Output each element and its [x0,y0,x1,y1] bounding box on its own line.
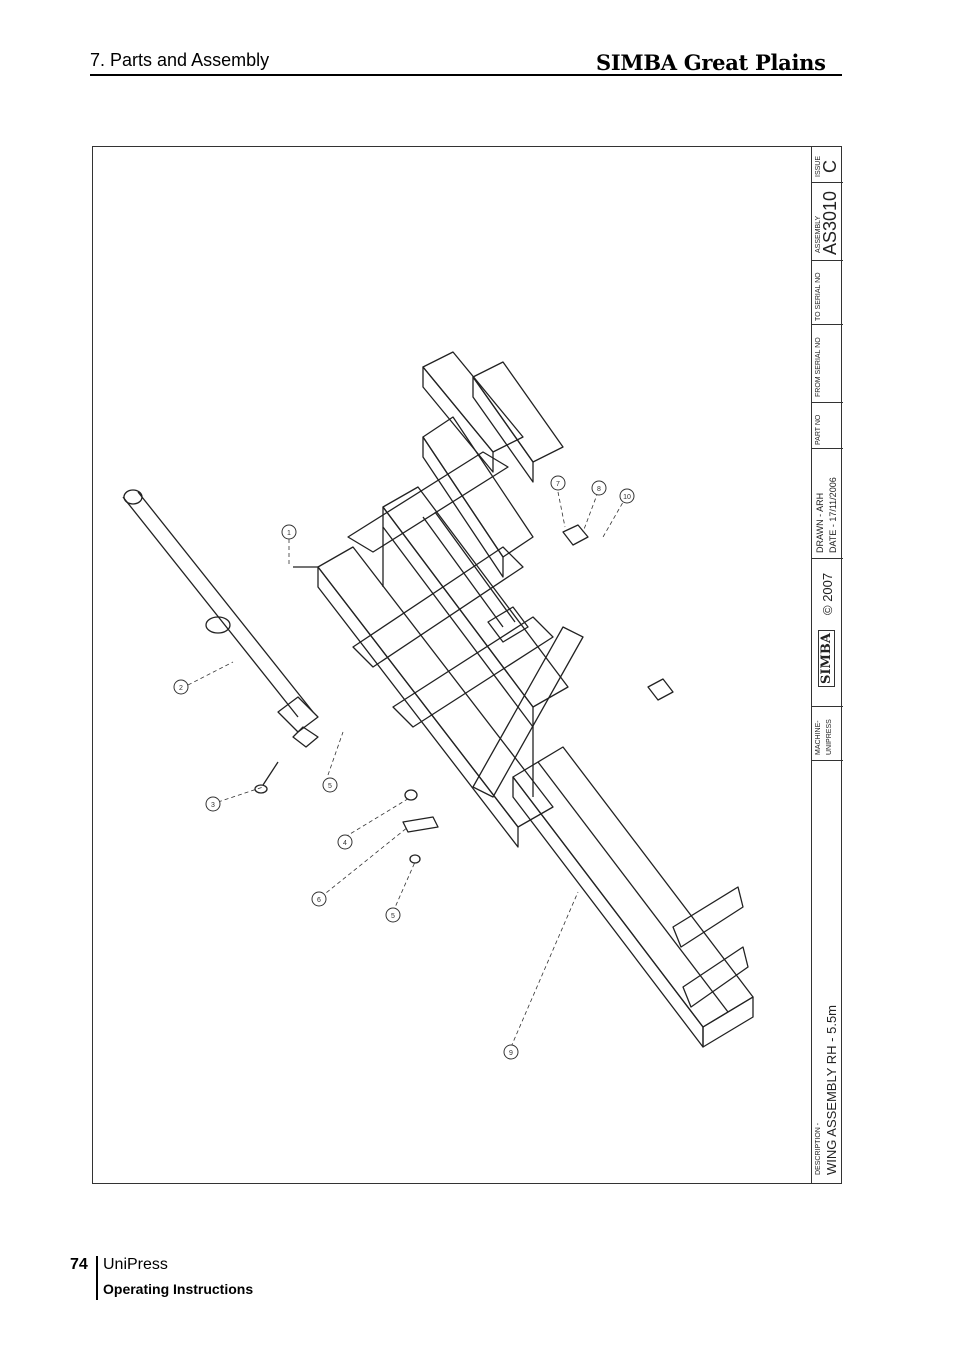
balloon-1 [281,524,297,540]
inner-cylinder [422,511,529,643]
header-divider [90,74,842,76]
technical-drawing: 1 2 3 4 5 5 6 7 8 9 10 ISSUE C ASSEMBLY … [92,146,844,1184]
footer-product: UniPress [103,1256,168,1273]
svg-text:3: 3 [211,802,215,809]
section-title: 7. Parts and Assembly [90,50,270,70]
balloon-6 [311,891,327,907]
balloon-8 [591,480,607,496]
svg-text:1: 1 [287,530,291,537]
issue-cell: ISSUE C [812,147,843,183]
wing-frame [317,416,584,848]
simba-logo: SIMBA [818,630,835,687]
svg-text:2: 2 [179,685,183,692]
balloon-7 [550,475,566,491]
svg-text:5: 5 [328,783,332,790]
assembly-cell: ASSEMBLY AS3010 [812,183,843,261]
svg-text:10: 10 [623,494,631,501]
hydraulic-cylinder [122,489,319,748]
exploded-view-drawing: 1 2 3 4 5 5 6 7 8 9 10 [122,351,754,1060]
description-cell: DESCRIPTION - WING ASSEMBLY RH - 5.5m [815,1004,839,1175]
svg-text:6: 6 [317,897,321,904]
page-number: 74 [70,1256,88,1273]
svg-text:4: 4 [343,840,347,847]
footer-doc-type: Operating Instructions [103,1281,254,1297]
small-parts [254,524,674,864]
balloon-2 [173,679,189,695]
machine-cell: MACHINE- UNIPRESS [812,707,843,761]
logo-cell: © 2007 SIMBA [812,559,843,707]
balloon-5a [385,907,401,923]
to-serial-cell: TO SERIAL NO [812,261,843,325]
svg-text:7: 7 [556,481,560,488]
svg-text:5: 5 [391,913,395,920]
balloon-9 [503,1044,519,1060]
balloon-3 [205,796,221,812]
balloon-5b [322,777,338,793]
drawn-date-cell: DRAWN - ARH DATE - 17/11/2006 [812,449,843,559]
title-block: ISSUE C ASSEMBLY AS3010 TO SERIAL NO FRO… [811,147,844,1183]
svg-text:9: 9 [509,1050,513,1057]
balloon-4 [337,834,353,850]
part-no-cell: PART NO [812,403,843,449]
from-serial-cell: FROM SERIAL NO [812,325,843,403]
footer-divider [96,1256,98,1300]
brand-logo: SIMBA Great Plains [596,50,826,75]
main-beam [512,746,754,1048]
svg-text:8: 8 [597,486,601,493]
upper-arm [422,351,564,483]
balloon-10 [619,488,635,504]
